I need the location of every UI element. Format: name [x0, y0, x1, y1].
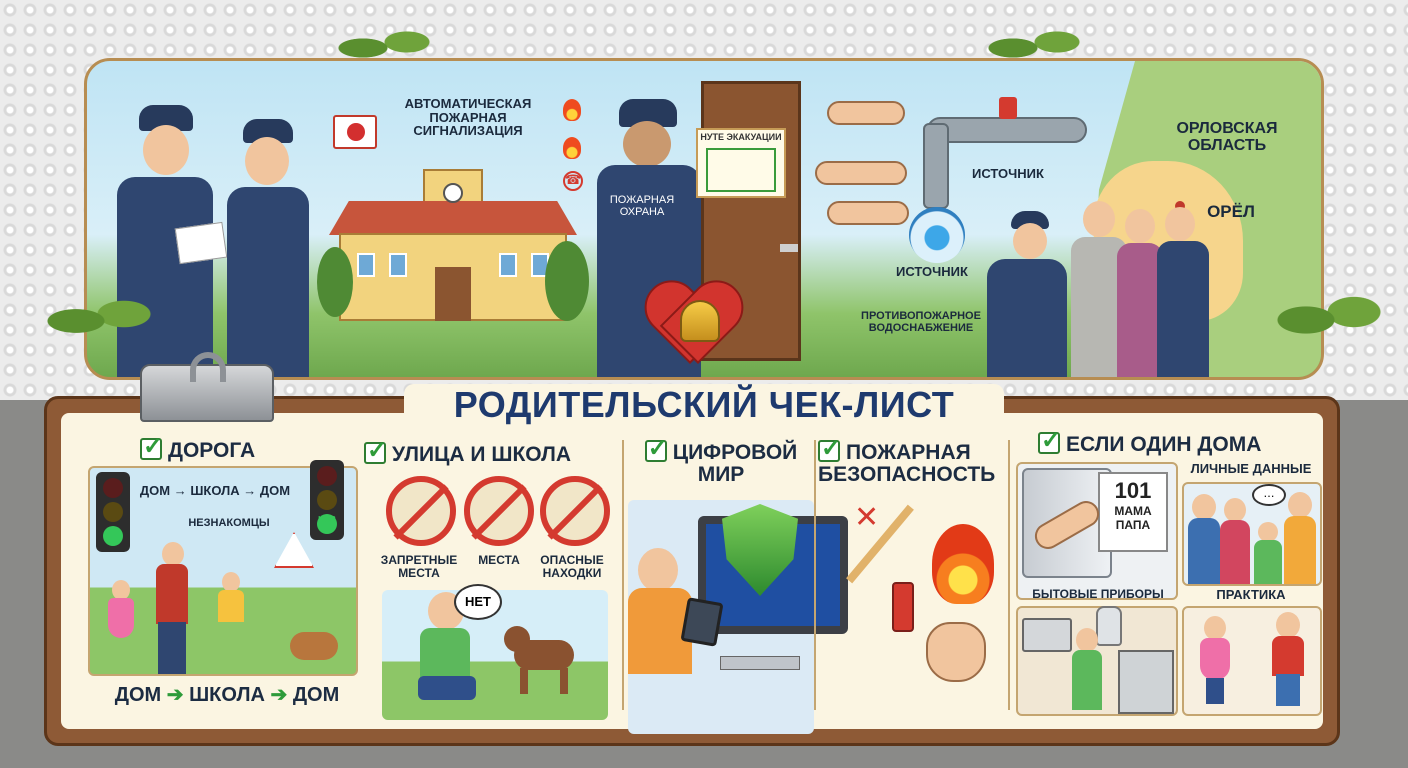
sign1-label: ЗАПРЕТНЫЕ МЕСТА	[380, 553, 458, 580]
alarm-label: АВТОМАТИЧЕСКАЯ ПОЖАРНАЯ СИГНАЛИЗАЦИЯ	[404, 96, 532, 139]
inspector-man	[117, 105, 228, 377]
oak-leaves-top-right	[980, 18, 1090, 78]
dog-icon	[290, 632, 338, 660]
fire-heading: ПОЖАРНАЯ БЕЗОПАСНОСТЬ	[818, 441, 996, 487]
source-label-top: ИСТОЧНИК	[972, 166, 1044, 181]
route-big: ДОМ ➔ ШКОЛА ➔ ДОМ	[114, 684, 340, 706]
no-entry-sign-icon	[540, 476, 610, 546]
source-label-mid: ИСТОЧНИК	[896, 264, 968, 279]
page-title: РОДИТЕЛЬСКИЙ ЧЕК-ЛИСТ	[404, 384, 1004, 432]
door-handle	[780, 244, 798, 252]
lighter-icon	[892, 582, 914, 632]
city-marker	[1175, 201, 1185, 211]
no-entry-sign-icon	[464, 476, 534, 546]
pointing-hand	[815, 161, 907, 185]
inspector-woman	[223, 119, 313, 377]
boy-walking	[1268, 612, 1308, 708]
sign3-label: ОПАСНЫЕ НАХОДКИ	[540, 553, 604, 580]
appliances-label: БЫТОВЫЕ ПРИБОРЫ	[1032, 587, 1164, 601]
emergency-note: 101 МАМА ПАПА	[1098, 472, 1168, 552]
speech-bubble: НЕТ	[454, 584, 502, 620]
digital-heading: ЦИФРОВОЙ МИР	[672, 441, 798, 487]
section-alone: ЕСЛИ ОДИН ДОМА 101 МАМА ПАПА ЛИЧНЫЕ ДАНН…	[1012, 428, 1328, 732]
clipboard-clip	[140, 352, 274, 422]
divider	[622, 440, 624, 710]
checkbox-icon	[140, 434, 163, 460]
arrow-icon: ➔	[270, 684, 288, 706]
section-fire: ПОЖАРНАЯ БЕЗОПАСНОСТЬ ✕	[818, 432, 1008, 732]
cross-icon: ✕	[854, 500, 880, 535]
oak-leaves-top-left	[330, 18, 440, 78]
fire-icon-1	[563, 99, 581, 121]
divider	[814, 440, 816, 710]
oak-leaves-right	[1270, 280, 1390, 360]
stray-dog-icon	[504, 620, 584, 700]
bell-icon	[680, 300, 720, 342]
arrow-icon: ➔	[166, 684, 184, 706]
water-supply-label: ПРОТИВОПОЖАРНОЕ ВОДОСНАБЖЕНИЕ	[861, 310, 981, 334]
light-label: НОВ	[318, 515, 336, 524]
kettle-icon	[1096, 606, 1122, 646]
traffic-light-right	[310, 460, 344, 540]
family-walking	[100, 542, 250, 674]
school-building	[329, 169, 577, 321]
evacuation-plan: НУТЕ ЭКАКУАЦИИ	[696, 128, 786, 198]
back-label: ПОЖАРНАЯ ОХРАНА	[609, 194, 675, 218]
hand-icon	[926, 622, 986, 682]
phone-icon: ☎	[563, 171, 583, 191]
practice-label: ПРАКТИКА	[1216, 587, 1286, 602]
street-heading: УЛИЦА И ШКОЛА	[392, 443, 571, 466]
road-heading: ДОРОГА	[168, 439, 256, 462]
keyboard-icon	[720, 656, 800, 670]
microwave-icon	[1022, 618, 1072, 652]
officials-group	[987, 197, 1217, 377]
section-digital: ЦИФРОВОЙ МИР	[628, 432, 848, 734]
divider	[1008, 440, 1010, 710]
route-small: ДОМ → ШКОЛА → ДОМ	[139, 483, 291, 498]
alarm-panel-icon	[333, 115, 377, 149]
section-street: УЛИЦА И ШКОЛА ЗАПРЕТНЫЕ МЕСТА МЕСТА ОПАС…	[364, 432, 618, 732]
tree	[317, 247, 353, 317]
water-pipe	[923, 123, 949, 209]
child-with-tablet	[628, 548, 724, 718]
fire-icon-2	[563, 137, 581, 159]
water-pipe	[927, 117, 1087, 143]
stove-icon	[1118, 650, 1174, 714]
alone-heading: ЕСЛИ ОДИН ДОМА	[1066, 433, 1262, 456]
pointing-hand	[827, 201, 909, 225]
region-label: ОРЛОВСКАЯ ОБЛАСТЬ	[1176, 120, 1278, 154]
family-group: …	[1188, 484, 1318, 584]
oak-leaves-left	[40, 286, 160, 356]
tree	[545, 241, 589, 321]
checkbox-icon	[644, 436, 668, 462]
chat-bubble-icon: …	[1252, 484, 1286, 506]
checkbox-icon	[1038, 428, 1061, 454]
sign2-label: МЕСТА	[478, 553, 520, 567]
personal-data-label: ЛИЧНЫЕ ДАННЫЕ	[1190, 461, 1312, 476]
water-drop-icon	[909, 207, 965, 263]
checkbox-icon	[818, 436, 841, 462]
traffic-light-left	[96, 472, 130, 552]
top-scene: АВТОМАТИЧЕСКАЯ ПОЖАРНАЯ СИГНАЛИЗАЦИЯ ☎ П…	[84, 58, 1324, 380]
girl-calling	[1198, 616, 1234, 706]
flame-icon	[932, 524, 994, 604]
checkbox-icon	[364, 438, 387, 464]
strangers-label: НЕЗНАКОМЦЫ	[188, 517, 270, 529]
city-label: ОРЁЛ	[1207, 202, 1255, 221]
clock-icon	[443, 183, 463, 203]
no-entry-sign-icon	[386, 476, 456, 546]
valve-icon	[999, 97, 1017, 119]
section-road: ДОРОГА НОВ ДОМ → ШКОЛА → ДОМ НЕЗНАКОМЦЫ …	[70, 432, 370, 732]
child-at-kitchen	[1070, 628, 1106, 712]
pointing-hand	[827, 101, 905, 125]
